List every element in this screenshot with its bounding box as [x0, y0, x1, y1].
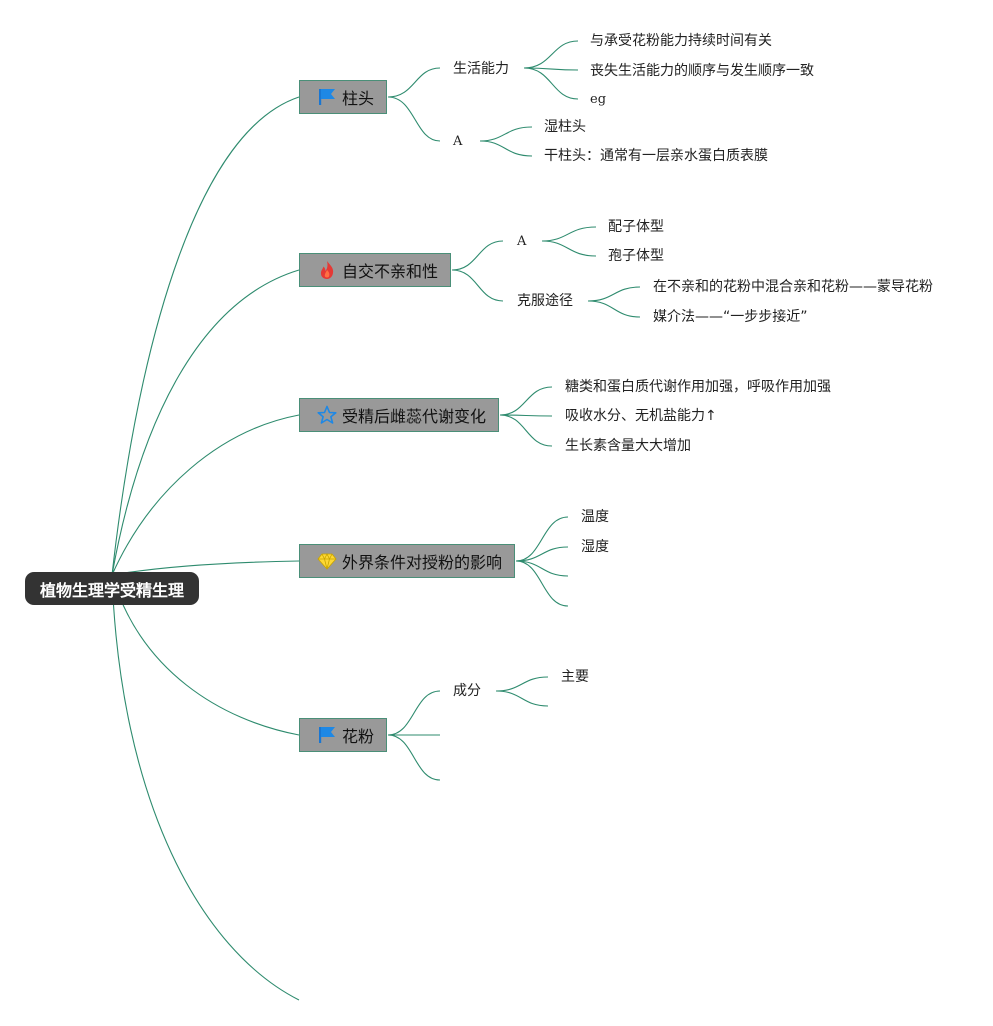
leaf-item[interactable]: 丧失生活能力的顺序与发生顺序一致: [590, 62, 814, 80]
connector-root-huafen: [111, 574, 300, 736]
topic-zhutou[interactable]: 柱头: [299, 80, 388, 114]
leaf-item[interactable]: 湿柱头: [544, 118, 586, 136]
subtopic-label: A: [517, 234, 527, 249]
leaf-label: 在不亲和的花粉中混合亲和花粉——蒙导花粉: [653, 279, 933, 295]
leaf-item[interactable]: 干柱头：通常有一层亲水蛋白质表膜: [544, 147, 768, 165]
subtopic-label: 生活能力: [453, 61, 509, 77]
topic-label: 花粉: [342, 727, 375, 746]
leaf-label: 配子体型: [608, 219, 664, 235]
leaf-label: 生长素含量大大增加: [565, 438, 691, 454]
leaf-label: 湿度: [581, 539, 609, 555]
leaf-label: 丧失生活能力的顺序与发生顺序一致: [590, 63, 814, 79]
diamond-icon: [317, 551, 337, 571]
fire-icon: [317, 260, 337, 280]
leaf-label: 媒介法——“一步步接近”: [653, 309, 808, 325]
leaf-item[interactable]: 糖类和蛋白质代谢作用加强，呼吸作用加强: [565, 378, 831, 396]
leaf-item[interactable]: 与承受花粉能力持续时间有关: [590, 32, 772, 50]
leaf-item[interactable]: 湿度: [581, 538, 609, 556]
topic-waijie[interactable]: 外界条件对授粉的影响: [299, 544, 516, 578]
topic-label: 外界条件对授粉的影响: [342, 553, 503, 572]
topic-zijiao[interactable]: 自交不亲和性: [299, 253, 452, 287]
leaf-item[interactable]: 吸收水分、无机盐能力↑: [565, 407, 717, 425]
leaf-item[interactable]: 生长素含量大大增加: [565, 437, 691, 455]
leaf-label: 温度: [581, 509, 609, 525]
leaf-label: 吸收水分、无机盐能力↑: [565, 408, 717, 424]
subtopic-label: 克服途径: [517, 293, 573, 309]
connector-root-waijie: [111, 560, 300, 576]
topic-huafen[interactable]: 花粉: [299, 718, 388, 752]
subtopic-label: A: [453, 134, 463, 149]
connector-root-shoujing: [111, 414, 300, 576]
topic-shoujing[interactable]: 受精后雌蕊代谢变化: [299, 398, 500, 432]
root-label: 植物生理学受精生理: [39, 580, 184, 600]
subtopic-kefu[interactable]: 克服途径: [517, 292, 573, 310]
leaf-label: 干柱头：通常有一层亲水蛋白质表膜: [544, 148, 768, 164]
leaf-label: 主要: [561, 669, 589, 685]
connector-root-zijiao: [111, 269, 300, 576]
leaf-item[interactable]: 在不亲和的花粉中混合亲和花粉——蒙导花粉: [653, 278, 933, 296]
subtopic-a[interactable]: A: [453, 133, 462, 151]
leaf-item[interactable]: 孢子体型: [608, 247, 664, 265]
root-node[interactable]: 植物生理学受精生理: [25, 572, 199, 605]
leaf-item[interactable]: 温度: [581, 508, 609, 526]
subtopic-a[interactable]: A: [517, 233, 526, 251]
connector-root-zhutou: [111, 96, 300, 576]
leaf-label: 湿柱头: [544, 119, 586, 135]
subtopic-shenghuo[interactable]: 生活能力: [453, 60, 509, 78]
topic-label: 自交不亲和性: [342, 262, 439, 281]
blue-flag-icon: [317, 87, 337, 107]
leaf-item[interactable]: 主要: [561, 668, 589, 686]
leaf-item[interactable]: 配子体型: [608, 218, 664, 236]
topic-label: 受精后雌蕊代谢变化: [342, 407, 487, 426]
leaf-item[interactable]: eg: [590, 91, 606, 109]
leaf-label: 糖类和蛋白质代谢作用加强，呼吸作用加强: [565, 379, 831, 395]
leaf-label: 孢子体型: [608, 248, 664, 264]
leaf-label: eg: [590, 92, 607, 107]
topic-label: 柱头: [342, 89, 375, 108]
leaf-label: 与承受花粉能力持续时间有关: [590, 33, 772, 49]
star-outline-icon: [317, 405, 337, 425]
leaf-item[interactable]: 媒介法——“一步步接近”: [653, 308, 808, 326]
subtopic-label: 成分: [453, 683, 481, 699]
subtopic-chengfen[interactable]: 成分: [453, 682, 481, 700]
blue-flag-icon: [317, 725, 337, 745]
connector-root-empty: [111, 574, 300, 1001]
